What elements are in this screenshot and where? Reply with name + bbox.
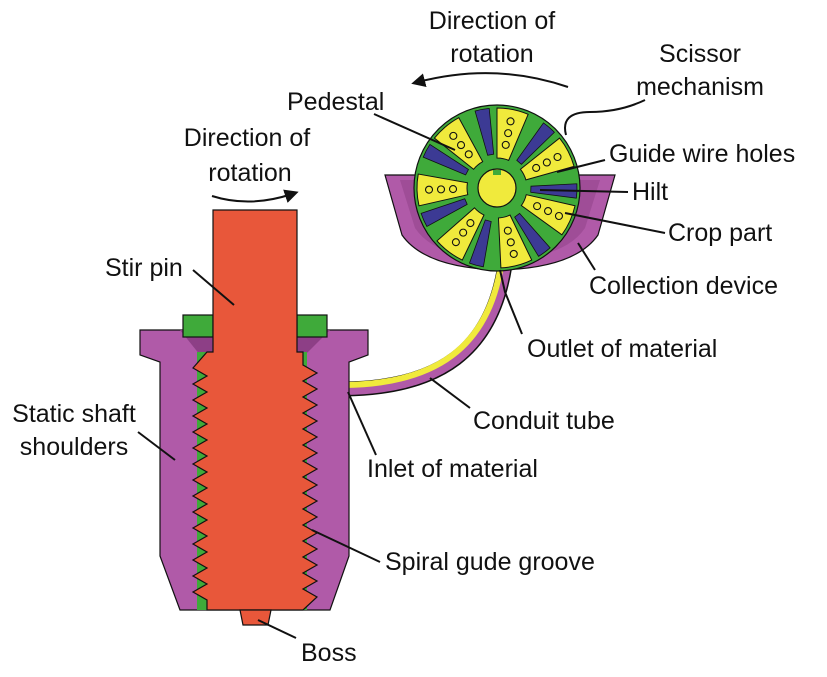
leader-crop — [564, 212, 666, 234]
scissor-label-line2: mechanism — [636, 73, 764, 101]
hilt-label: Hilt — [632, 178, 668, 206]
conduit-tube — [343, 263, 513, 397]
shoulder-green-insert-right — [296, 314, 328, 338]
conduit-tube-label: Conduit tube — [473, 407, 615, 435]
leader-hilt — [539, 189, 629, 193]
guide-wire-hole — [459, 228, 468, 237]
leader-guide-wire — [556, 159, 606, 173]
leader-spiral — [311, 529, 381, 563]
guide-wire-hole — [424, 185, 434, 194]
rotation-left-label-line2: rotation — [208, 159, 291, 187]
outlet-label: Outlet of material — [527, 335, 717, 363]
pedestal-label: Pedestal — [287, 88, 384, 116]
hilt-blade — [474, 107, 495, 156]
guide-wire-hole — [456, 141, 466, 150]
boss — [239, 609, 272, 626]
guide-wire-hole — [466, 219, 475, 228]
guide-wire-hole — [543, 207, 553, 216]
spiral-groove-label: Spiral gude groove — [385, 548, 595, 576]
shoulder-green-insert-left — [182, 314, 214, 338]
leader-static-shaft — [137, 431, 176, 461]
hilt-blade — [468, 219, 492, 268]
hilt-blade — [420, 198, 468, 228]
stir-pin-label: Stir pin — [105, 254, 183, 282]
guide-wire-hole — [509, 249, 518, 258]
hilt-blade — [422, 143, 470, 176]
guide-wire-hole — [464, 150, 473, 159]
guide-wire-hole — [506, 117, 515, 126]
leader-boss — [257, 619, 297, 639]
guide-wire-holes-label: Guide wire holes — [609, 140, 795, 168]
guide-wire-hole — [503, 226, 512, 235]
leader-pedestal — [373, 113, 456, 151]
guide-wire-hole — [501, 140, 510, 149]
guide-wire-hole — [451, 238, 460, 247]
guide-wire-hole — [448, 185, 458, 194]
rotation-top-label-line2: rotation — [450, 40, 533, 68]
leader-inlet — [347, 391, 377, 456]
hilt-blade — [516, 122, 555, 165]
guide-wire-hole — [504, 129, 513, 138]
scissor-label-line1: Scissor — [659, 40, 741, 68]
rotation-arrow-top — [411, 72, 569, 88]
guide-wire-hole — [553, 152, 562, 162]
rotation-top-label-line1: Direction of — [429, 7, 555, 35]
leader-stir-pin — [192, 269, 235, 306]
disk-hub — [477, 168, 517, 208]
guide-wire-hole — [542, 158, 551, 167]
inlet-label: Inlet of material — [367, 455, 538, 483]
guide-wire-hole — [533, 202, 542, 211]
static-shaft-label-line2: shoulders — [20, 433, 128, 461]
leader-collection — [577, 242, 596, 271]
scissor-mechanism — [413, 104, 581, 272]
stir-pin — [191, 209, 319, 626]
guide-wire-hole — [449, 131, 458, 140]
guide-wire-hole — [532, 163, 541, 172]
hub-key — [493, 170, 501, 175]
hilt-blade — [514, 212, 551, 257]
boss-label: Boss — [301, 639, 357, 667]
leader-conduit — [429, 377, 471, 409]
rotation-left-label-line1: Direction of — [184, 124, 310, 152]
leader-outlet — [499, 269, 523, 335]
guide-wire-hole — [436, 185, 446, 194]
rotation-arrow-left — [211, 189, 299, 203]
static-shaft-label-line1: Static shaft — [12, 400, 136, 428]
guide-wire-hole — [554, 211, 564, 221]
guide-wire-hole — [506, 238, 515, 247]
leader-scissor — [564, 99, 646, 136]
collection-device-label: Collection device — [589, 272, 778, 300]
crop-part-label: Crop part — [668, 219, 772, 247]
